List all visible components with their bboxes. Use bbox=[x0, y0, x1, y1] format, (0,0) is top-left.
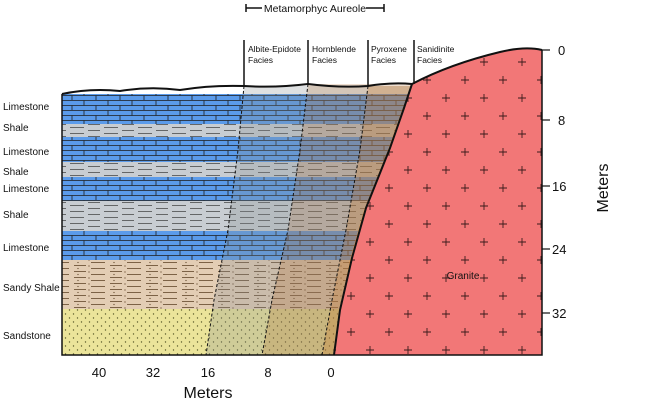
v-tick-8: 8 bbox=[558, 113, 565, 128]
layer-label-sandy-shale: Sandy Shale bbox=[3, 283, 60, 294]
layer-label-shale-2: Shale bbox=[3, 167, 29, 178]
horizontal-axis-title: Meters bbox=[184, 385, 233, 402]
facies-boundary-hornblende bbox=[261, 83, 309, 356]
v-tick-24: 24 bbox=[552, 242, 566, 257]
h-tick-16: 16 bbox=[201, 365, 215, 380]
layer-label-limestone-4: Limestone bbox=[3, 243, 50, 254]
facies-label-albite-epidote-2: Facies bbox=[248, 55, 273, 65]
v-tick-0: 0 bbox=[558, 43, 565, 58]
facies-label-sanidinite-2: Facies bbox=[417, 55, 442, 65]
layer-label-limestone-2: Limestone bbox=[3, 147, 50, 158]
vertical-axis-title: Meters bbox=[595, 164, 612, 213]
facies-boundary-pyroxene bbox=[321, 85, 369, 356]
aureole-bracket bbox=[245, 4, 385, 12]
h-tick-0: 0 bbox=[327, 365, 334, 380]
facies-label-hornblende-1: Hornblende bbox=[312, 44, 356, 54]
v-tick-16: 16 bbox=[552, 179, 566, 194]
layer-label-shale-3: Shale bbox=[3, 210, 29, 221]
layer-label-shale-1: Shale bbox=[3, 123, 29, 134]
facies-label-hornblende-2: Facies bbox=[312, 55, 337, 65]
granite-label: Granite bbox=[447, 271, 480, 282]
granite-contact-line bbox=[333, 83, 413, 356]
facies-label-sanidinite-1: Sanidinite bbox=[417, 44, 455, 54]
layer-label-sandstone: Sandstone bbox=[3, 331, 51, 342]
layer-label-limestone-3: Limestone bbox=[3, 184, 50, 195]
facies-label-albite-epidote-1: Albite-Epidote bbox=[248, 44, 301, 54]
layer-label-limestone-1: Limestone bbox=[3, 102, 50, 113]
facies-label-pyroxene-1: Pyroxene bbox=[371, 44, 407, 54]
diagram-frame bbox=[61, 50, 543, 356]
v-tick-32: 32 bbox=[552, 306, 566, 321]
facies-label-pyroxene-2: Facies bbox=[371, 55, 396, 65]
h-tick-8: 8 bbox=[264, 365, 271, 380]
h-tick-32: 32 bbox=[146, 365, 160, 380]
h-tick-40: 40 bbox=[92, 365, 106, 380]
facies-boundary-albite-epidote bbox=[205, 85, 245, 356]
aureole-label: Metamorphyc Aureole bbox=[264, 3, 366, 15]
